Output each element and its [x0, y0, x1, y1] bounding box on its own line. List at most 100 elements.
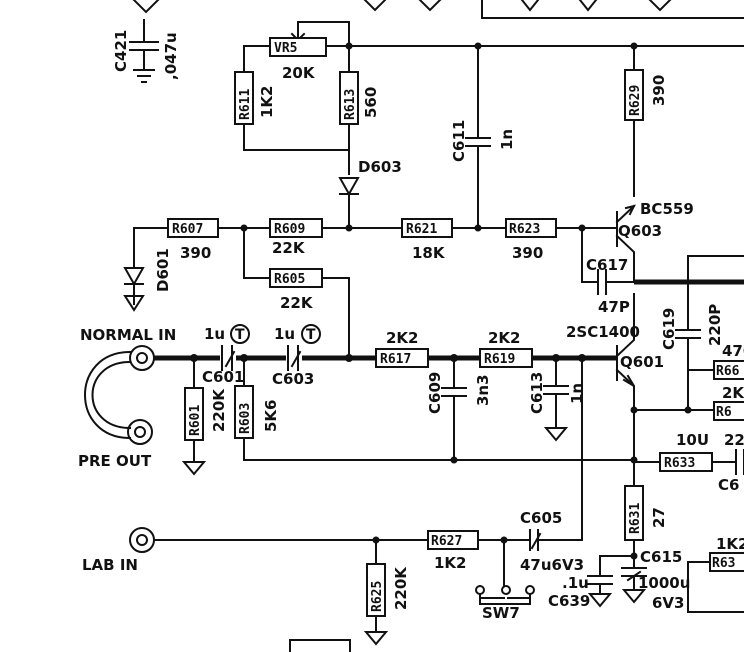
r63-value: 1K2	[716, 535, 744, 553]
q603-transistor: BC559 Q603	[615, 200, 694, 263]
c421-capacitor: C421 ,047u	[112, 19, 180, 83]
d601-diode: D601	[123, 248, 172, 312]
r623-resistor	[505, 218, 557, 238]
r63-ref: R63	[712, 556, 735, 571]
pre-out-label: PRE OUT	[78, 452, 152, 470]
r625-resistor-group: R625 220K	[363, 539, 410, 646]
r625-resistor	[366, 563, 386, 617]
r623-value: 390	[512, 244, 543, 262]
q603-ref: Q603	[618, 222, 662, 240]
r623-ref: R623	[509, 222, 540, 237]
r603-value: 5K6	[262, 400, 280, 433]
r607-resistor	[167, 218, 219, 238]
c615-value: 1000u	[638, 574, 690, 592]
r629-ref: R629	[628, 85, 643, 116]
r629-resistor	[624, 69, 644, 121]
r625-value: 220K	[392, 566, 410, 610]
c603-ref: C603	[272, 370, 314, 388]
c613-ref: C613	[528, 372, 546, 414]
r603-ref: R603	[238, 403, 253, 434]
r605-value: 22K	[280, 294, 314, 312]
r601-resistor	[184, 387, 204, 441]
c615-ref: C615	[640, 548, 682, 566]
r611-resistor	[234, 71, 254, 125]
r625-ref: R625	[370, 581, 385, 612]
r605-ref: R605	[274, 272, 305, 287]
vr5-ref: VR5	[274, 41, 297, 56]
r617-resistor	[375, 348, 429, 368]
r617-ref: R617	[380, 352, 411, 367]
c615-voltage: 6V3	[652, 594, 684, 612]
r63-resistor	[709, 552, 744, 572]
vr5-value: 20K	[282, 64, 316, 82]
r66-ref: R66	[716, 364, 740, 379]
r609-value: 22K	[272, 239, 306, 257]
r601-value: 220K	[210, 388, 228, 432]
r631-resistor	[624, 485, 644, 541]
r66-value: 470	[722, 342, 744, 360]
r621-ref: R621	[406, 222, 437, 237]
r611-value: 1K2	[258, 86, 276, 119]
c611-ref: C611	[450, 120, 468, 162]
c609-value: 3n3	[474, 374, 492, 406]
r609-ref: R609	[274, 222, 305, 237]
c603-value: 1u	[274, 325, 295, 343]
r601-ref: R601	[188, 405, 203, 436]
r609-resistor	[269, 218, 323, 238]
r6-ref: R6	[716, 405, 732, 420]
c601-t-marker: T	[235, 327, 245, 343]
r617-value: 2K2	[386, 329, 419, 347]
lab-in-label: LAB IN	[82, 556, 138, 574]
jacks: NORMAL IN PRE OUT	[78, 326, 176, 470]
r6-value: 2K	[722, 384, 744, 402]
vr5-resistor	[269, 37, 327, 57]
r633-ref: R633	[664, 456, 695, 471]
middle-bus: R607 390 R609 22K R621 18K R623 390	[133, 218, 618, 269]
r627-resistor	[427, 530, 479, 550]
c619-capacitor: C619 220P R66 470 R6 2K	[630, 255, 744, 421]
c601-ref: C601	[202, 368, 244, 386]
c609-ref: C609	[426, 372, 444, 414]
c613-value: 1n	[568, 383, 586, 404]
c6-value: 22	[724, 431, 744, 449]
c421-ref: C421	[112, 30, 130, 72]
r629-value: 390	[650, 75, 668, 106]
c6-ref: C6	[718, 476, 739, 494]
r619-resistor	[479, 348, 533, 368]
r619-value: 2K2	[488, 329, 521, 347]
c601-value: 1u	[204, 325, 225, 343]
q601-transistor: 2SC1400 Q601	[566, 293, 664, 411]
c613-capacitor: C613 1n	[528, 357, 586, 442]
c603-t-marker: T	[306, 327, 316, 343]
r66-resistor	[713, 360, 744, 380]
bottom-fragment	[289, 639, 351, 652]
q601-ref: Q601	[620, 353, 664, 371]
r607-value: 390	[180, 244, 211, 262]
c639-ref: C639	[548, 592, 590, 610]
r613-ref: R613	[343, 89, 358, 120]
emitter-chain: R633 10U 22 C6 R631 27	[624, 409, 744, 561]
r613-value: 560	[362, 87, 380, 118]
r631-value: 27	[650, 507, 668, 528]
c611-value: 1n	[498, 129, 516, 150]
normal-in-label: NORMAL IN	[80, 326, 176, 344]
q603-type: BC559	[640, 200, 694, 218]
r605-resistor	[269, 268, 323, 288]
c617-value: 47P	[598, 298, 630, 316]
c609-capacitor: C609 3n3	[426, 357, 492, 461]
r629-resistor-group: R629 390	[624, 42, 668, 197]
r607-ref: R607	[172, 222, 203, 237]
r603-resistor	[234, 385, 254, 439]
r631-ref: R631	[628, 503, 643, 534]
c421-value: ,047u	[162, 32, 180, 80]
c605-value: 47u6V3	[520, 556, 584, 574]
r613-resistor	[339, 71, 359, 125]
r633-resistor	[659, 452, 713, 472]
c615-capacitor: C615 1000u 6V3 .1u C639	[548, 548, 690, 612]
signal-bus: R617 2K2 R619 2K2 1u 1u T T C601 C603	[154, 324, 617, 388]
r601-resistor-group: R601 220K	[181, 357, 228, 476]
vr5-block: VR5 20K R611 1K2 R613 560	[234, 21, 380, 175]
c619-value: 220P	[706, 304, 724, 346]
